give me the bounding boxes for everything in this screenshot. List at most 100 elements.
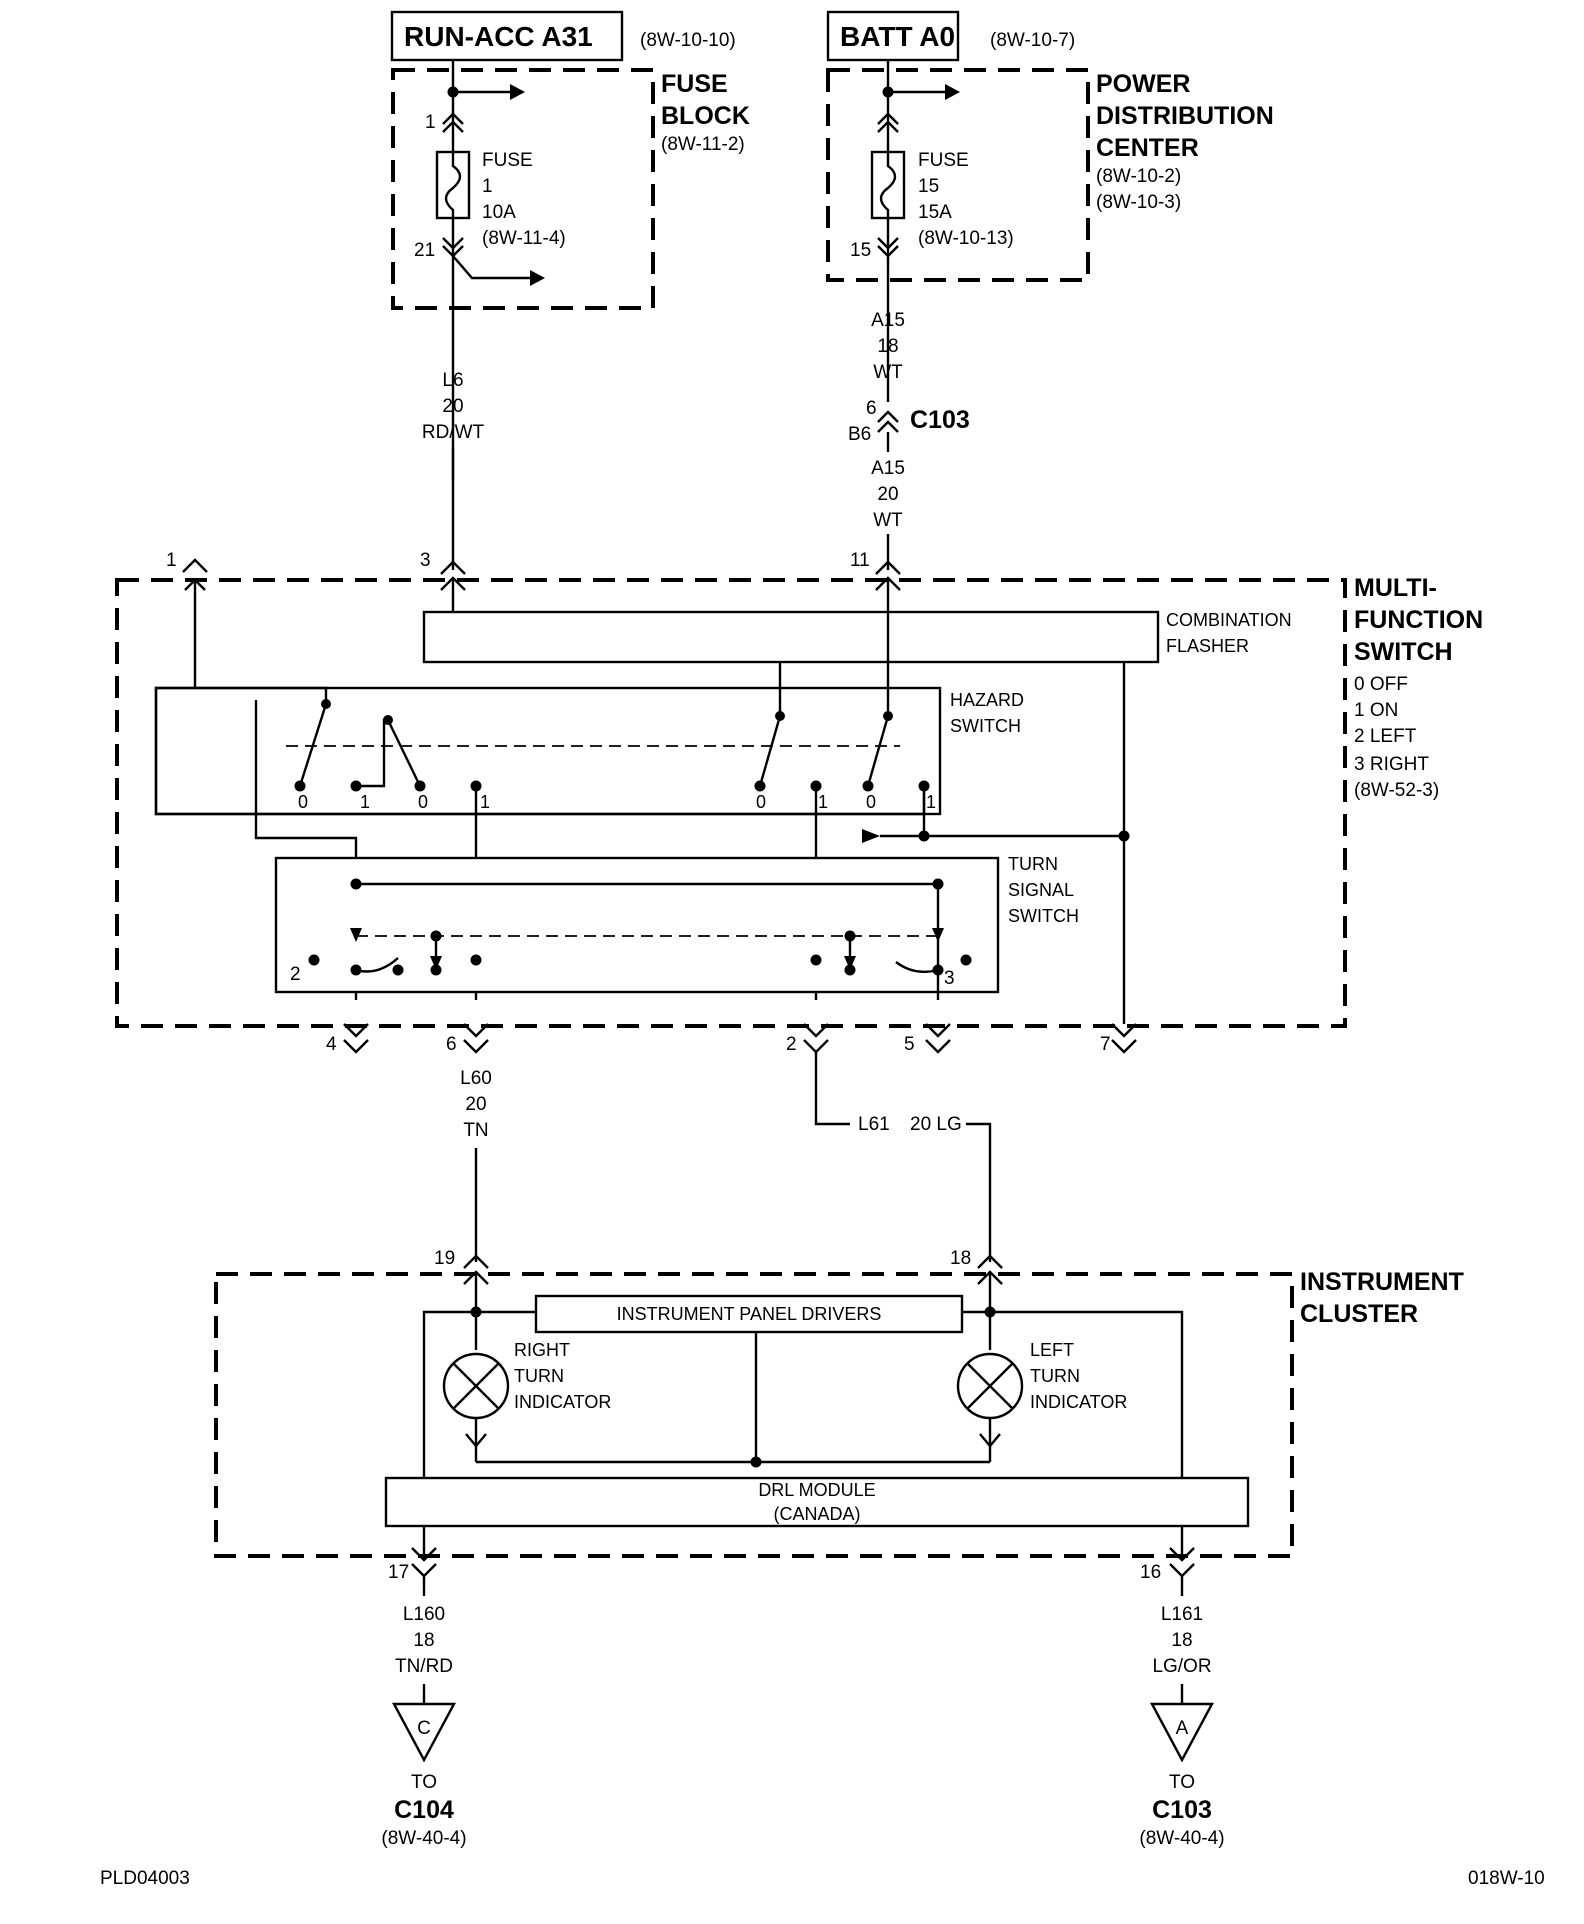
run-acc-ref: (8W-10-10): [640, 30, 736, 51]
wire-l160-gauge: 18: [413, 1630, 434, 1651]
hazard-contact-0d: 0: [866, 792, 876, 812]
wire-l6-color: RD/WT: [422, 422, 485, 443]
left-turn-label-1: LEFT: [1030, 1340, 1074, 1360]
batt-ref: (8W-10-7): [990, 30, 1075, 51]
destination-c-letter: C: [417, 1718, 431, 1739]
c103-pin-bottom: B6: [848, 424, 871, 445]
fuse-block-ref: (8W-11-2): [661, 134, 745, 155]
left-turn-label-2: TURN: [1030, 1366, 1080, 1386]
fuse-1-label: FUSE: [482, 150, 533, 171]
fuse-block-pin-out: 21: [414, 240, 435, 261]
wire-l161-color: LG/OR: [1152, 1656, 1211, 1677]
connector-c103: [877, 410, 899, 452]
msw-position-right: 3 RIGHT: [1354, 754, 1429, 775]
right-turn-label-3: INDICATOR: [514, 1392, 611, 1412]
msw-pin-3: 3: [420, 550, 431, 571]
fuse-block-pin-in: 1: [425, 112, 436, 133]
wire-a15-lower-name: A15: [871, 458, 905, 479]
pdc-title-line2: DISTRIBUTION: [1096, 102, 1274, 130]
left-turn-label-3: INDICATOR: [1030, 1392, 1127, 1412]
destination-a-letter: A: [1176, 1718, 1189, 1739]
wire-l60-color: TN: [463, 1120, 488, 1141]
instrument-cluster: [214, 1254, 1294, 1596]
combination-flasher-label-2: FLASHER: [1166, 636, 1249, 656]
fuse-15-ref: (8W-10-13): [918, 228, 1014, 249]
destination-a-to: TO: [1169, 1772, 1195, 1793]
turn-signal-label-1: TURN: [1008, 854, 1058, 874]
wire-l160-color: TN/RD: [395, 1656, 453, 1677]
turn-position-right: 3: [944, 968, 955, 989]
run-acc-header: RUN-ACC A31: [404, 21, 593, 52]
cluster-title-line1: INSTRUMENT: [1300, 1268, 1464, 1296]
wire-l61-name: L61: [858, 1114, 890, 1135]
drl-module-label-1: DRL MODULE: [758, 1480, 875, 1500]
wire-l60-gauge: 20: [465, 1094, 486, 1115]
c103-pin-top: 6: [866, 398, 877, 419]
hazard-contact-0b: 0: [418, 792, 428, 812]
turn-signal-label-2: SIGNAL: [1008, 880, 1074, 900]
hazard-switch-label-1: HAZARD: [950, 690, 1024, 710]
drl-module-label-2: (CANADA): [773, 1504, 860, 1524]
footer-right-code: 018W-10: [1468, 1868, 1545, 1889]
hazard-switch-label-2: SWITCH: [950, 716, 1021, 736]
msw-pin-2: 2: [786, 1034, 797, 1055]
cluster-title-line2: CLUSTER: [1300, 1300, 1418, 1328]
hazard-contact-1a: 1: [360, 792, 370, 812]
hazard-contact-1c: 1: [818, 792, 828, 812]
fuse-1-rating: 10A: [482, 202, 516, 223]
fuse-block: 1 21 FUSE 1 10A (8W-11-4): [391, 60, 655, 480]
wire-a15-lower-color: WT: [873, 510, 903, 531]
right-turn-label-1: RIGHT: [514, 1340, 570, 1360]
combination-flasher-label-1: COMBINATION: [1166, 610, 1292, 630]
destination-c-name: C104: [394, 1796, 454, 1824]
msw-title-line1: MULTI-: [1354, 574, 1437, 602]
hazard-contact-0c: 0: [756, 792, 766, 812]
pdc-ref1: (8W-10-2): [1096, 166, 1181, 187]
connector-c-triangle-icon: [391, 1702, 457, 1763]
instrument-panel-drivers-label: INSTRUMENT PANEL DRIVERS: [617, 1304, 882, 1324]
fuse-1-number: 1: [482, 176, 493, 197]
msw-pin-7: 7: [1100, 1034, 1111, 1055]
wire-l161-gauge: 18: [1171, 1630, 1192, 1651]
msw-pin-5: 5: [904, 1034, 915, 1055]
msw-pin-1: 1: [166, 550, 177, 571]
destination-c-to: TO: [411, 1772, 437, 1793]
cluster-pin-16: 16: [1140, 1562, 1161, 1583]
fuse-1-ref: (8W-11-4): [482, 228, 566, 249]
connector-a-triangle-icon: [1149, 1702, 1215, 1763]
fuse-15-label: FUSE: [918, 150, 969, 171]
pdc-ref2: (8W-10-3): [1096, 192, 1181, 213]
fuse-15-rating: 15A: [918, 202, 952, 223]
fuse-block-title-line2: BLOCK: [661, 102, 750, 130]
turn-position-left: 2: [290, 964, 301, 985]
fuse-15-number: 15: [918, 176, 939, 197]
msw-pin-4: 4: [326, 1034, 337, 1055]
msw-pin-6: 6: [446, 1034, 457, 1055]
wire-a15-upper-color: WT: [873, 362, 903, 383]
pdc-pin-out: 15: [850, 240, 871, 261]
msw-position-left: 2 LEFT: [1354, 726, 1417, 747]
cluster-pin-19: 19: [434, 1248, 455, 1269]
msw-pin-11: 11: [850, 550, 870, 571]
cluster-pin-18: 18: [950, 1248, 971, 1269]
wire-l60-name: L60: [460, 1068, 492, 1089]
footer-left-code: PLD04003: [100, 1868, 190, 1889]
destination-a-name: C103: [1152, 1796, 1212, 1824]
wire-l160-name: L160: [403, 1604, 445, 1625]
multifunction-switch: [115, 558, 1347, 1054]
msw-ref: (8W-52-3): [1354, 780, 1439, 801]
pdc-title-line1: POWER: [1096, 70, 1190, 98]
wire-a15-upper-gauge: 18: [877, 336, 898, 357]
msw-position-on: 1 ON: [1354, 700, 1398, 721]
hazard-contact-0a: 0: [298, 792, 308, 812]
cluster-pin-17: 17: [388, 1562, 409, 1583]
turn-signal-label-3: SWITCH: [1008, 906, 1079, 926]
batt-header-box: [826, 10, 960, 62]
hazard-contact-1d: 1: [926, 792, 936, 812]
destination-c-ref: (8W-40-4): [381, 1828, 466, 1849]
destination-a-ref: (8W-40-4): [1139, 1828, 1224, 1849]
c103-name: C103: [910, 406, 970, 434]
fuse-block-title-line1: FUSE: [661, 70, 728, 98]
msw-title-line3: SWITCH: [1354, 638, 1453, 666]
